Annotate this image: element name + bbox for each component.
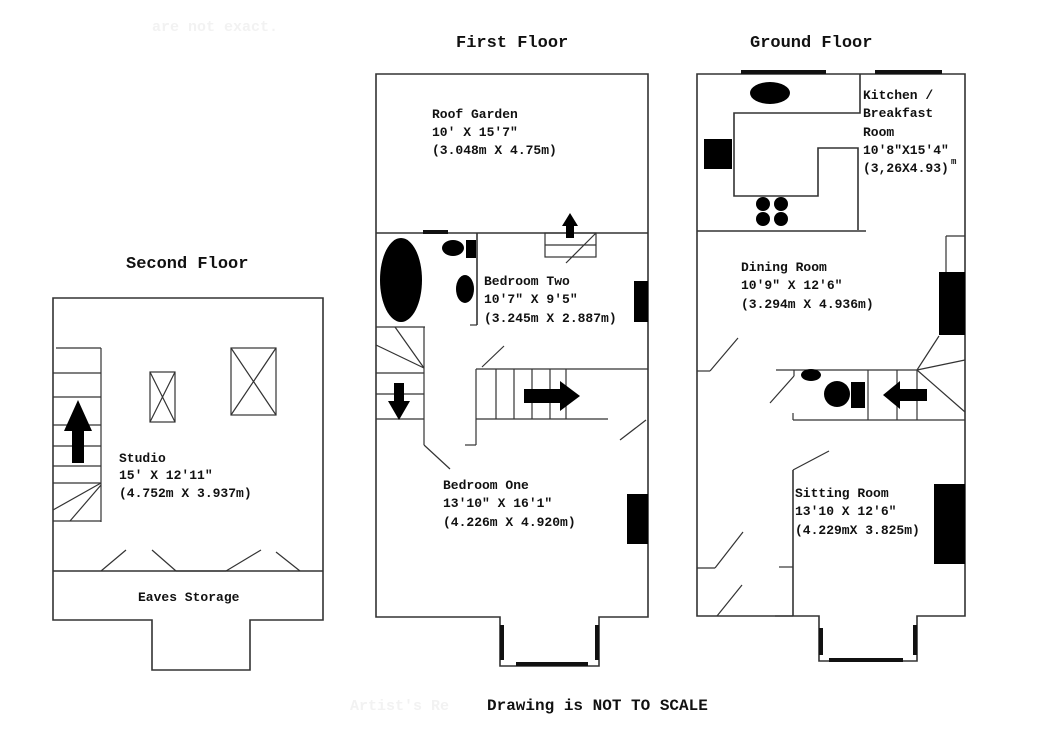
studio-name: Studio [119, 451, 166, 466]
fireplace-icon [939, 272, 965, 335]
basin-icon [442, 240, 464, 256]
skylight-large [230, 347, 277, 416]
roof-garden-name: Roof Garden [432, 107, 518, 122]
studio-metric: (4.752m X 3.937m) [119, 486, 252, 501]
kitchen-name-line3: Room [863, 125, 894, 140]
second-floor: Second Floor [52, 255, 324, 671]
watermark-top: are not exact. [152, 19, 278, 36]
bedroom-one-name: Bedroom One [443, 478, 529, 493]
radiator-icon [634, 281, 648, 322]
eaves-storage-name: Eaves Storage [138, 590, 240, 605]
sitting-room-name: Sitting Room [795, 486, 889, 501]
toilet-cistern-icon [466, 240, 476, 258]
ground-floor-heading: Ground Floor [750, 34, 872, 53]
bedroom-two-imperial: 10'7" X 9'5" [484, 292, 578, 307]
not-to-scale-note: Drawing is NOT TO SCALE [487, 697, 708, 715]
roof-garden-up-arrow-icon [562, 213, 578, 238]
studio-imperial: 15' X 12'11" [119, 468, 213, 483]
dining-room-name: Dining Room [741, 260, 827, 275]
ground-floor-outline [696, 73, 966, 662]
stairs-direction-arrow-icon [883, 381, 927, 409]
dining-room-imperial: 10'9" X 12'6" [741, 278, 842, 293]
kitchen-name-line2: Breakfast [863, 106, 933, 121]
bedroom-one-metric: (4.226m X 4.920m) [443, 515, 576, 530]
skylight-small [149, 371, 176, 423]
stool-icon [774, 212, 788, 226]
second-floor-heading: Second Floor [126, 255, 248, 274]
kitchen-metric: (3,26X4.93) [863, 161, 949, 176]
stool-icon [774, 197, 788, 211]
bedroom-two-metric: (3.245m X 2.887m) [484, 311, 617, 326]
bedroom-one-imperial: 13'10" X 16'1" [443, 496, 552, 511]
sitting-room-imperial: 13'10 X 12'6" [795, 504, 896, 519]
stairs-direction-arrow-icon [524, 381, 580, 411]
toilet-icon [824, 381, 850, 407]
basin-icon [801, 369, 821, 381]
hob-icon [750, 82, 790, 104]
bedroom-two-name: Bedroom Two [484, 274, 570, 289]
watermark-bottom: Artist's Re [350, 698, 449, 715]
sitting-room-metric: (4.229mX 3.825m) [795, 523, 920, 538]
dining-room-metric: (3.294m X 4.936m) [741, 297, 874, 312]
chimney-breast [945, 235, 965, 272]
ground-floor: Ground Floor [696, 34, 966, 662]
kitchen-metric-unit: m [951, 157, 957, 167]
second-floor-outline [52, 297, 324, 671]
first-floor-central-stairs [465, 345, 648, 446]
stairs-down-arrow-icon [388, 383, 410, 420]
stool-icon [756, 212, 770, 226]
roof-garden-imperial: 10' X 15'7" [432, 125, 518, 140]
bathtub-icon [380, 238, 422, 322]
first-floor-down-stairs [375, 326, 451, 470]
radiator-icon [627, 494, 648, 544]
kitchen-imperial: 10'8"X15'4" [863, 143, 949, 158]
appliance-icon [704, 139, 732, 169]
kitchen-worktop [733, 74, 861, 230]
stairs-up-arrow-icon [64, 400, 92, 463]
ground-floor-stairs [697, 335, 966, 421]
toilet-cistern-icon [851, 382, 865, 408]
kitchen-name-line1: Kitchen / [863, 88, 933, 103]
roof-garden-metric: (3.048m X 4.75m) [432, 143, 557, 158]
first-floor-outline [375, 73, 649, 667]
first-floor: First Floor [375, 34, 649, 667]
stool-icon [756, 197, 770, 211]
first-floor-heading: First Floor [456, 34, 568, 53]
fireplace-icon [934, 484, 965, 564]
toilet-icon [456, 275, 474, 303]
eaves-doors [100, 549, 301, 572]
